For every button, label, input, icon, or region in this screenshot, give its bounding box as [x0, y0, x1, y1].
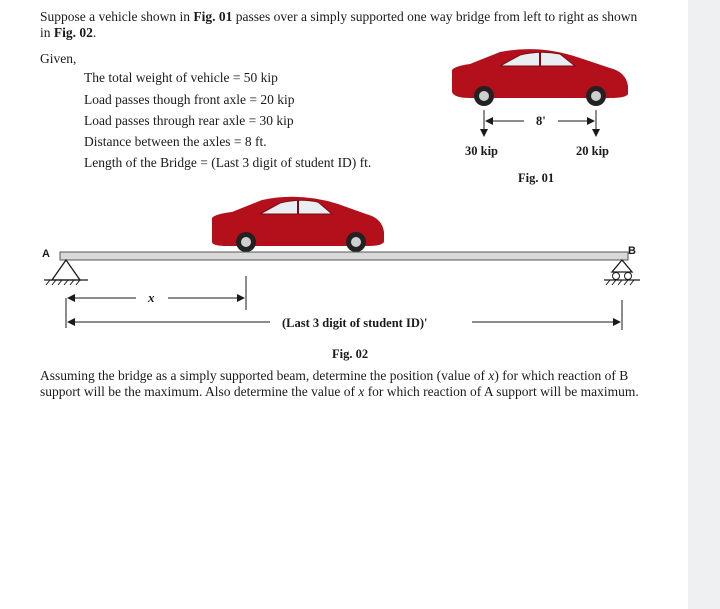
intro-fig2-ref: Fig. 02	[53, 25, 93, 40]
bridge-beam	[59, 251, 629, 261]
rear-load-label: 30 kip	[465, 144, 499, 158]
conclusion-paragraph: Assuming the bridge as a simply supporte…	[40, 368, 650, 400]
span-label: (Last 3 digit of student ID)'	[282, 316, 428, 330]
car-window	[499, 51, 577, 67]
conclusion-x-2: x	[358, 384, 365, 399]
given-line-axle-distance: Distance between the axles = 8 ft.	[84, 134, 267, 149]
front-load-label: 20 kip	[576, 144, 610, 158]
pin-support-a	[44, 258, 88, 286]
conclusion-text-2: ) for which reaction of B support will b…	[40, 368, 629, 399]
intro-text-3: .	[92, 25, 97, 40]
given-line-weight: The total weight of vehicle = 50 kip	[84, 70, 278, 85]
roller-support-b	[604, 258, 640, 286]
support-b-label: B	[628, 245, 636, 257]
support-a-label: A	[42, 248, 50, 260]
conclusion-text-1: Assuming the bridge as a simply supporte…	[40, 368, 489, 383]
conclusion-x-1: x	[488, 368, 495, 383]
intro-fig1-ref: Fig. 01	[193, 9, 233, 24]
x-label: x	[148, 290, 155, 305]
intro-paragraph: Suppose a vehicle shown in Fig. 01 passe…	[40, 9, 650, 41]
intro-text-1: Suppose a vehicle shown in	[40, 9, 194, 24]
fig01-caption: Fig. 01	[518, 171, 555, 185]
given-line-bridge-length: Length of the Bridge = (Last 3 digit of …	[84, 155, 372, 170]
intro-text-2: passes over a simply supported one way b…	[40, 9, 638, 40]
car-icon	[452, 49, 628, 106]
given-heading: Given,	[40, 51, 77, 66]
car-body	[452, 49, 628, 98]
fig02-caption: Fig. 02	[332, 347, 369, 361]
right-sidebar	[688, 0, 720, 609]
axle-spacing-label: 8'	[536, 114, 546, 128]
given-line-front-axle: Load passes though front axle = 20 kip	[84, 92, 295, 107]
car-on-bridge-icon	[212, 196, 384, 252]
conclusion-text-3: for which reaction of A support will be …	[364, 384, 639, 399]
given-line-rear-axle: Load passes through rear axle = 30 kip	[84, 113, 294, 128]
